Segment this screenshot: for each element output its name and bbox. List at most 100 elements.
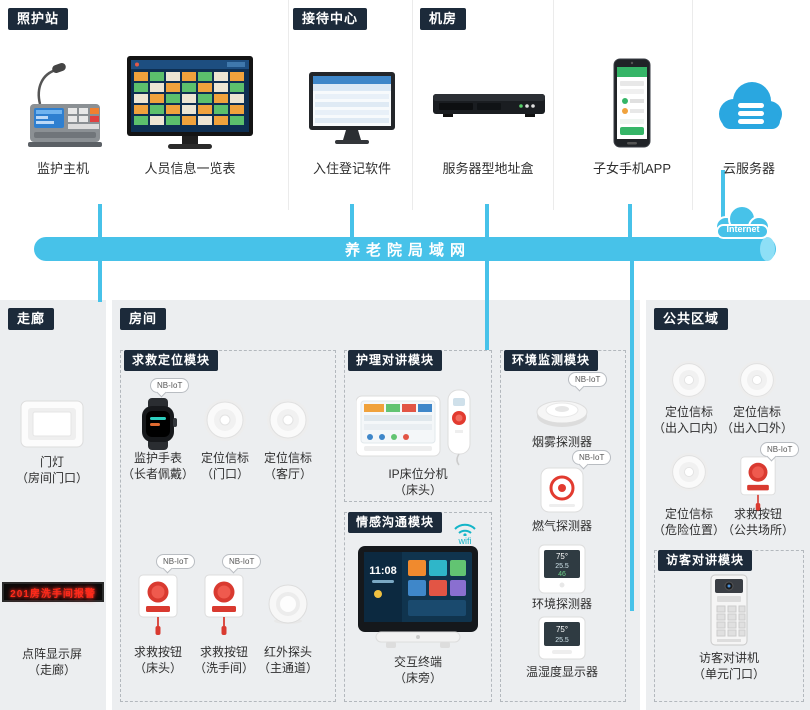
label-registration-software: 入住登记软件 [297, 160, 407, 178]
zone-tag-server-room: 机房 [420, 8, 467, 31]
beacon-icon [737, 360, 777, 400]
care-watch-icon [142, 398, 177, 450]
nbiot-badge: NB-IoT [568, 372, 608, 387]
label-server-box: 服务器型地址盒 [433, 160, 543, 178]
reading-humidity: 25.5 [555, 563, 569, 570]
label-interactive-terminal: 交互终端 （床旁） [364, 654, 472, 686]
label-beacon-entrance-out: 定位信标 （出入口外） [718, 404, 796, 436]
reading-air: 46 [558, 571, 566, 578]
label-sos-button-bath: 求救按钮 （洗手间） [182, 644, 266, 676]
server-box-icon [433, 94, 545, 117]
lan-connector [350, 204, 354, 238]
interactive-terminal-icon: 11:08 [358, 546, 478, 648]
device-name: 监护手表 [133, 451, 182, 465]
lan-bar: 养老院局域网 [34, 237, 776, 261]
device-name: 定位信标 [664, 405, 713, 419]
sos-button-icon [204, 574, 244, 635]
lan-connector [98, 204, 102, 238]
beacon-icon [204, 399, 246, 441]
label-beacon-living: 定位信标 （客厅） [246, 450, 330, 482]
nbiot-badge: NB-IoT [150, 378, 190, 393]
device-name: 子女手机APP [592, 161, 671, 176]
reading-temp: 75° [556, 552, 568, 561]
label-door-light: 门灯 （房间门口） [2, 454, 102, 486]
device-name: 服务器型地址盒 [442, 161, 534, 176]
wifi-label: wifi [458, 536, 472, 546]
device-loc: （房间门口） [15, 471, 88, 486]
module-tag-nursing: 护理对讲模块 [348, 350, 443, 371]
device-loc: （危险位置） [652, 523, 725, 538]
label-monitoring-host: 监护主机 [8, 160, 118, 178]
device-loc: （洗手间） [193, 661, 254, 676]
beacon-icon [669, 452, 709, 492]
device-name: IP床位分机 [388, 467, 448, 481]
beacon-icon [669, 360, 709, 400]
zone-tag-public-area: 公共区域 [654, 308, 729, 331]
device-name: 云服务器 [722, 161, 775, 176]
lan-bar-endcap [760, 237, 775, 261]
label-sos-button-bed: 求救按钮 （床头） [116, 644, 200, 676]
device-name: 定位信标 [664, 507, 713, 521]
label-family-phone: 子女手机APP [577, 160, 687, 178]
led-text: 201房洗手间报警 [10, 588, 96, 600]
reading-humidity: 25.5 [555, 637, 569, 644]
lan-connector [485, 204, 489, 238]
device-loc: （主通道） [257, 661, 318, 676]
label-sos-button-public: 求救按钮 （公共场所） [718, 506, 798, 538]
device-name: 环境探测器 [531, 597, 592, 611]
zone-tag-reception: 接待中心 [293, 8, 368, 31]
lan-connector [98, 261, 102, 302]
zone-separator [288, 0, 289, 210]
label-infrared-sensor: 红外探头 （主通道） [246, 644, 330, 676]
device-name: 定位信标 [732, 405, 781, 419]
corridor-panel [0, 300, 106, 710]
device-name: 红外探头 [263, 645, 312, 659]
internet-cloud-icon: Internet [715, 205, 770, 239]
door-light-icon [20, 400, 84, 448]
lan-connector [630, 261, 634, 611]
gas-detector-icon [540, 467, 584, 513]
device-loc: （出入口外） [720, 421, 793, 436]
nbiot-badge: NB-IoT [156, 554, 196, 569]
family-phone-icon [613, 58, 651, 148]
label-led-display: 点阵显示屏 （走廊） [2, 646, 102, 678]
label-care-watch: 监护手表 （长者佩戴） [116, 450, 200, 482]
device-name: 交互终端 [393, 655, 442, 669]
temp-humidity-display-icon: 75° 25.5 [538, 616, 586, 660]
label-beacon-door: 定位信标 （门口） [183, 450, 267, 482]
device-name: 定位信标 [200, 451, 249, 465]
label-visitor-intercom: 访客对讲机 （单元门口） [674, 650, 784, 682]
lan-connector [628, 204, 632, 238]
device-loc: （公共场所） [721, 523, 794, 538]
led-display: 201房洗手间报警 [2, 582, 104, 602]
label-temp-humidity-display: 温湿度显示器 [508, 664, 616, 680]
label-environment-detector: 环境探测器 [508, 596, 616, 612]
device-name: 求救按钮 [733, 507, 782, 521]
ip-bed-extension-icon [356, 389, 471, 466]
nbiot-badge: NB-IoT [760, 442, 800, 457]
nbiot-badge: NB-IoT [222, 554, 262, 569]
device-loc: （床头） [133, 661, 182, 676]
device-name: 求救按钮 [133, 645, 182, 659]
label-ip-bed-extension: IP床位分机 （床头） [364, 466, 472, 498]
device-loc: （门口） [200, 467, 249, 482]
device-loc: （床头） [393, 483, 442, 498]
module-sos-positioning [120, 350, 336, 702]
device-name: 定位信标 [263, 451, 312, 465]
device-name: 访客对讲机 [698, 651, 759, 665]
device-name: 人员信息一览表 [144, 161, 236, 176]
device-name: 入住登记软件 [312, 161, 391, 176]
label-gas-detector: 燃气探测器 [508, 518, 616, 534]
smoke-detector-icon [536, 400, 588, 427]
visitor-intercom-icon [710, 574, 748, 646]
environment-detector-icon: 75° 25.5 46 [538, 544, 586, 594]
lan-connector [485, 261, 489, 350]
label-beacon-danger: 定位信标 （危险位置） [650, 506, 728, 538]
device-name: 点阵显示屏 [21, 647, 82, 661]
beacon-icon [267, 399, 309, 441]
sos-button-icon [740, 456, 776, 512]
device-loc: （单元门口） [692, 667, 765, 682]
info-board-icon [127, 56, 253, 149]
device-name: 烟雾探测器 [531, 435, 592, 449]
device-loc: （客厅） [263, 467, 312, 482]
